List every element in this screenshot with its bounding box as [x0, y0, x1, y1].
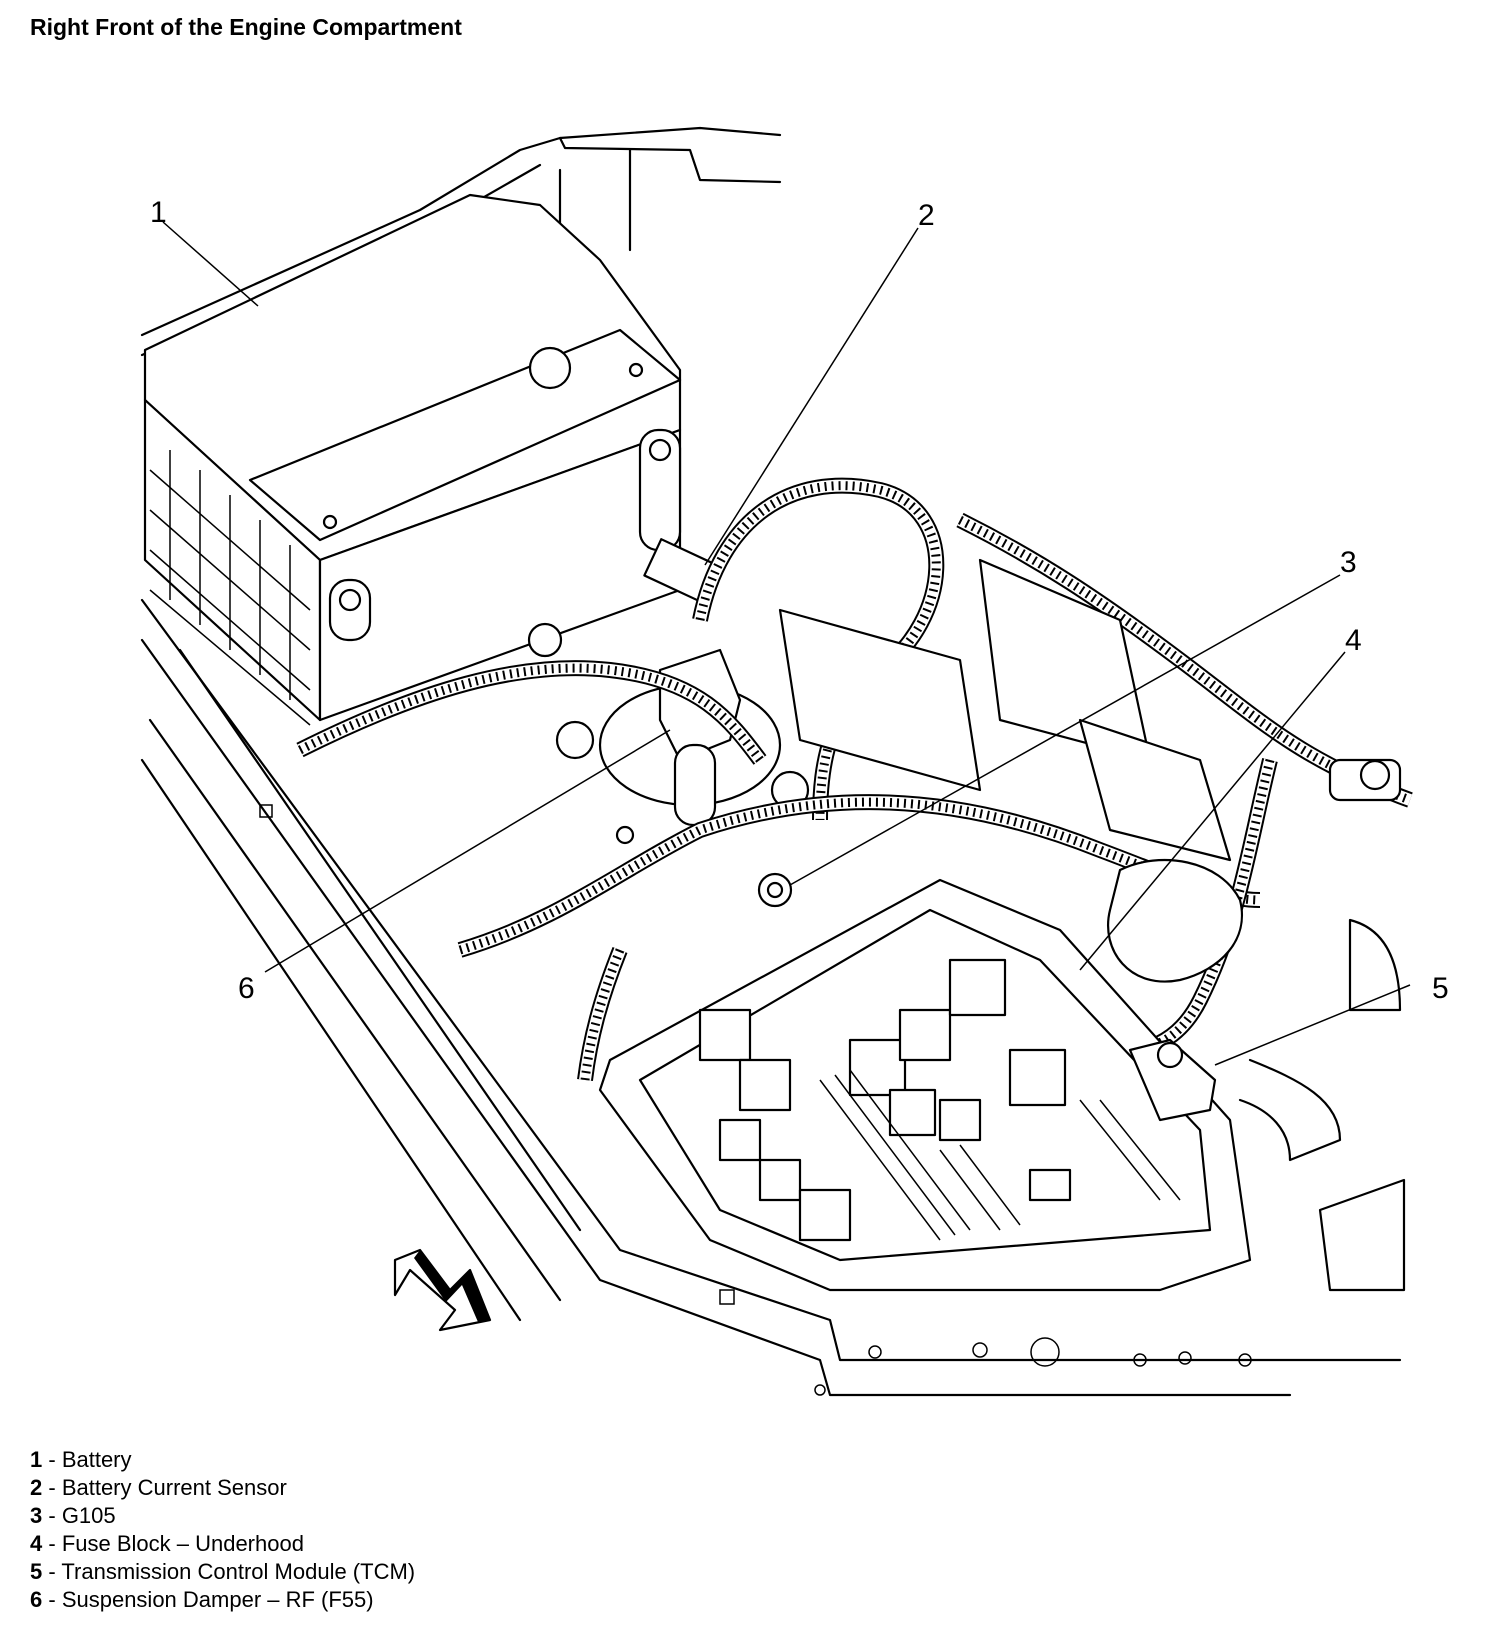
leader-lines	[162, 221, 1411, 1066]
legend-label: G105	[61, 1503, 116, 1528]
legend-item: 6 - Suspension Damper – RF (F55)	[30, 1586, 415, 1614]
callout-5: 5	[1432, 972, 1449, 1005]
legend-num: 4	[30, 1531, 43, 1556]
legend-item: 4 - Fuse Block – Underhood	[30, 1530, 415, 1558]
callout-3: 3	[1340, 546, 1357, 579]
legend-label: Battery	[61, 1447, 132, 1472]
legend: 1 - Battery 2 - Battery Current Sensor 3…	[30, 1446, 415, 1614]
legend-separator: -	[42, 1475, 62, 1500]
legend-item: 2 - Battery Current Sensor	[30, 1474, 415, 1502]
frame-holes	[259, 804, 1252, 1396]
callout-numbers: 1 2 3 4 5 6	[150, 196, 1449, 1005]
legend-num: 6	[30, 1587, 43, 1612]
legend-num: 1	[30, 1447, 43, 1472]
legend-num: 3	[30, 1503, 43, 1528]
callout-6: 6	[238, 972, 255, 1005]
legend-separator: -	[42, 1447, 62, 1472]
legend-label: Transmission Control Module (TCM)	[61, 1559, 416, 1584]
callout-1: 1	[150, 196, 167, 229]
legend-separator: -	[42, 1559, 62, 1584]
callout-2: 2	[918, 199, 935, 232]
forward-arrow-icon	[393, 1248, 492, 1332]
g105-ground	[757, 872, 793, 908]
legend-label: Suspension Damper – RF (F55)	[61, 1587, 374, 1612]
battery	[143, 193, 682, 726]
transmission-control-module	[1128, 1038, 1217, 1122]
page-title: Right Front of the Engine Compartment	[30, 14, 462, 40]
leader-line-3	[789, 574, 1341, 886]
leader-line-1	[162, 221, 259, 307]
legend-num: 5	[30, 1559, 43, 1584]
leader-line-2	[704, 227, 919, 566]
legend-num: 2	[30, 1475, 43, 1500]
legend-separator: -	[42, 1587, 62, 1612]
legend-label: Battery Current Sensor	[61, 1475, 287, 1500]
leader-line-4	[1079, 651, 1346, 971]
leader-line-5	[1214, 984, 1411, 1066]
fuse-block-underhood	[598, 878, 1252, 1292]
legend-separator: -	[42, 1503, 62, 1528]
callout-4: 4	[1345, 624, 1362, 657]
legend-item: 5 - Transmission Control Module (TCM)	[30, 1558, 415, 1586]
leader-line-6	[264, 729, 671, 973]
legend-separator: -	[42, 1531, 62, 1556]
engine-components	[778, 558, 1406, 1292]
legend-label: Fuse Block – Underhood	[61, 1531, 304, 1556]
legend-item: 3 - G105	[30, 1502, 415, 1530]
legend-item: 1 - Battery	[30, 1446, 415, 1474]
